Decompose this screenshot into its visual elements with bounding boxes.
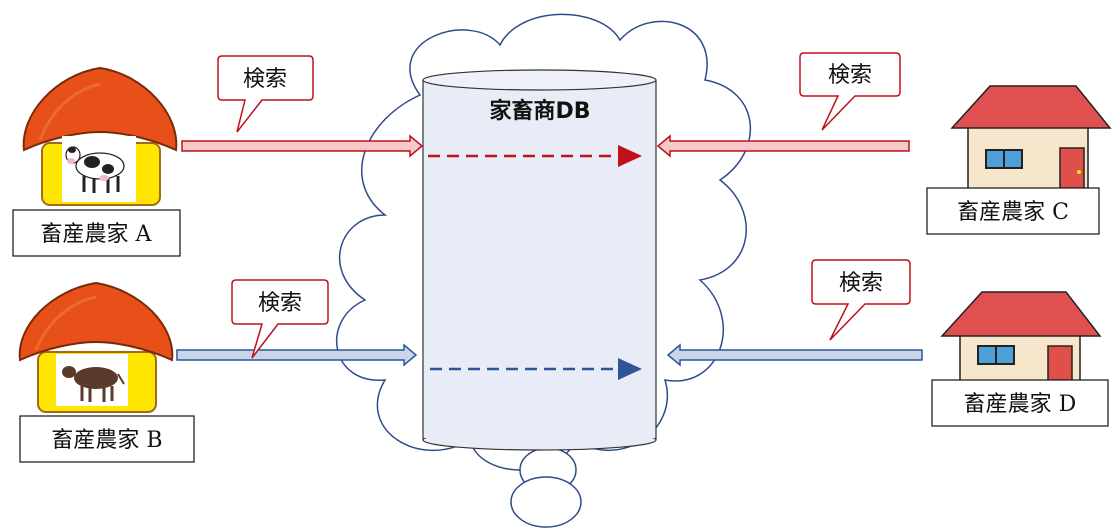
house-c bbox=[950, 85, 1112, 197]
hut-b bbox=[18, 281, 174, 413]
dashed-arrow-red bbox=[428, 145, 642, 167]
hut-a bbox=[22, 66, 178, 206]
search-callout-a: 検索 bbox=[217, 55, 314, 133]
search-callout-c-label: 検索 bbox=[828, 63, 872, 88]
farm-b-label: 畜産農家 B bbox=[51, 428, 162, 453]
search-callout-b: 検索 bbox=[231, 279, 329, 359]
search-callout-b-label: 検索 bbox=[258, 291, 302, 316]
house-icon bbox=[985, 147, 1085, 193]
search-callout-c: 検索 bbox=[799, 52, 901, 131]
farm-b-label-box: 畜産農家 B bbox=[19, 415, 195, 463]
arrow-farm-b-to-db bbox=[176, 343, 418, 367]
farm-a-label: 畜産農家 A bbox=[41, 222, 153, 247]
dairy-cow-icon bbox=[65, 146, 125, 193]
farm-d-label-box: 畜産農家 D bbox=[931, 379, 1109, 427]
farm-d-label: 畜産農家 D bbox=[964, 392, 1077, 417]
arrow-farm-c-to-db bbox=[656, 134, 910, 158]
arrow-farm-a-to-db bbox=[181, 134, 424, 158]
arrow-farm-d-to-db bbox=[666, 343, 923, 367]
search-callout-d-label: 検索 bbox=[839, 271, 883, 296]
dashed-arrow-blue bbox=[430, 358, 642, 380]
farm-c-label-box: 畜産農家 C bbox=[926, 187, 1100, 235]
database-cylinder: 家畜商DB bbox=[422, 69, 657, 451]
farm-a-label-box: 畜産農家 A bbox=[12, 209, 181, 257]
search-callout-a-label: 検索 bbox=[243, 67, 287, 92]
database-label: 家畜商DB bbox=[489, 98, 590, 124]
farm-c-label: 畜産農家 C bbox=[957, 200, 1069, 225]
search-callout-d: 検索 bbox=[811, 259, 911, 341]
beef-cattle-icon bbox=[62, 366, 125, 402]
